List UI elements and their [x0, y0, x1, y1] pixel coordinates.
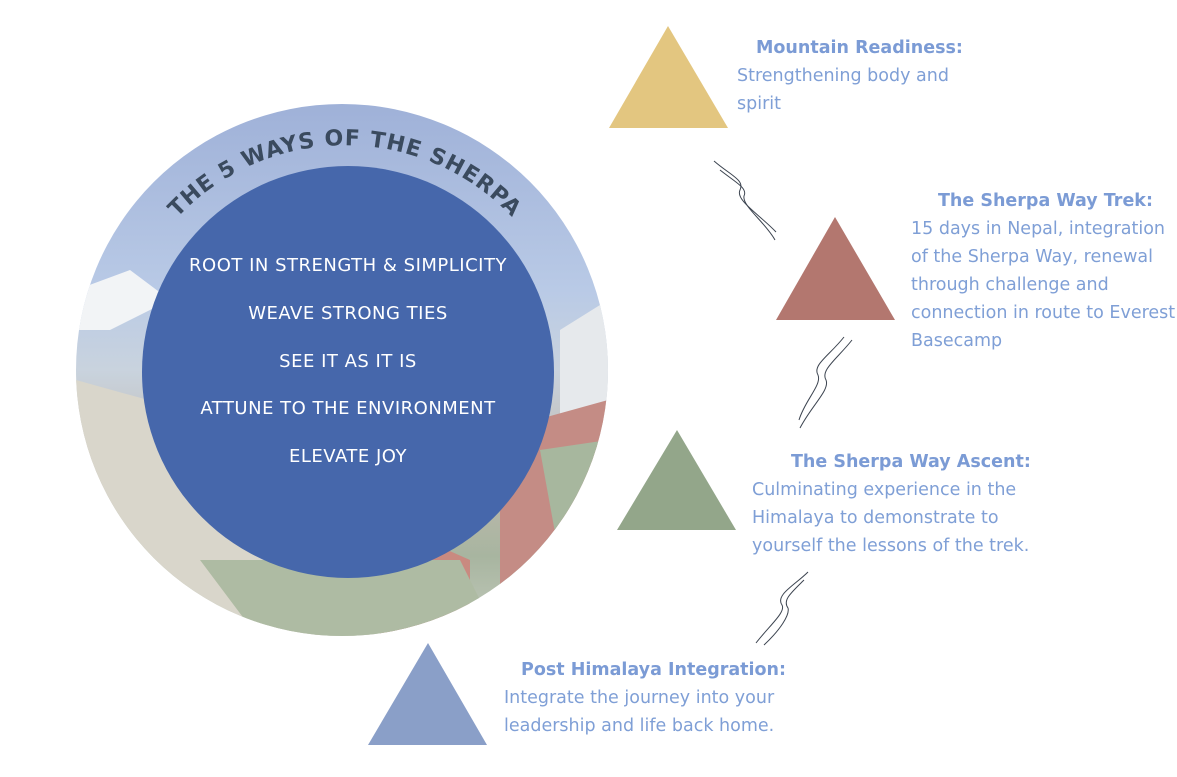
- triangle-sherpa-way-trek: [776, 217, 895, 320]
- way-item: ATTUNE TO THE ENVIRONMENT: [200, 398, 496, 419]
- stage-sherpa-way-ascent: The Sherpa Way Ascent: Culminating exper…: [752, 448, 1031, 560]
- stage-title: Mountain Readiness:: [756, 38, 963, 58]
- stage-title: The Sherpa Way Trek:: [938, 191, 1153, 211]
- stage-line: Integrate the journey into your: [504, 688, 775, 708]
- inner-blue-circle: [142, 166, 554, 578]
- stage-line: leadership and life back home.: [504, 716, 775, 736]
- stage-title: The Sherpa Way Ascent:: [791, 452, 1031, 472]
- way-item: SEE IT AS IT IS: [279, 351, 417, 372]
- stage-mountain-readiness: Mountain Readiness: Strengthening body a…: [737, 34, 963, 118]
- stage-line: Basecamp: [911, 331, 1003, 351]
- stage-line: spirit: [737, 94, 782, 114]
- way-item: WEAVE STRONG TIES: [248, 303, 448, 324]
- stage-line: 15 days in Nepal, integration: [911, 219, 1166, 239]
- stage-line: Himalaya to demonstrate to: [752, 508, 999, 528]
- stage-line: Culminating experience in the: [752, 480, 1017, 500]
- squiggle-connectors: [713, 160, 853, 646]
- triangle-post-himalaya: [368, 643, 487, 745]
- stage-line: through challenge and: [911, 275, 1109, 295]
- stage-title: Post Himalaya Integration:: [521, 660, 787, 680]
- triangle-sherpa-way-ascent: [617, 430, 736, 530]
- stage-line: Strengthening body and: [737, 66, 949, 86]
- stage-post-himalaya-integration: Post Himalaya Integration: Integrate the…: [504, 656, 786, 740]
- stage-line: yourself the lessons of the trek.: [752, 536, 1030, 556]
- stage-line: connection in route to Everest: [911, 303, 1176, 323]
- way-item: ELEVATE JOY: [289, 446, 407, 467]
- stage-line: of the Sherpa Way, renewal: [911, 247, 1153, 267]
- triangle-mountain-readiness: [609, 26, 728, 128]
- five-ways-list: ROOT IN STRENGTH & SIMPLICITY WEAVE STRO…: [142, 255, 554, 495]
- way-item: ROOT IN STRENGTH & SIMPLICITY: [189, 255, 507, 276]
- stage-sherpa-way-trek: The Sherpa Way Trek: 15 days in Nepal, i…: [911, 187, 1175, 355]
